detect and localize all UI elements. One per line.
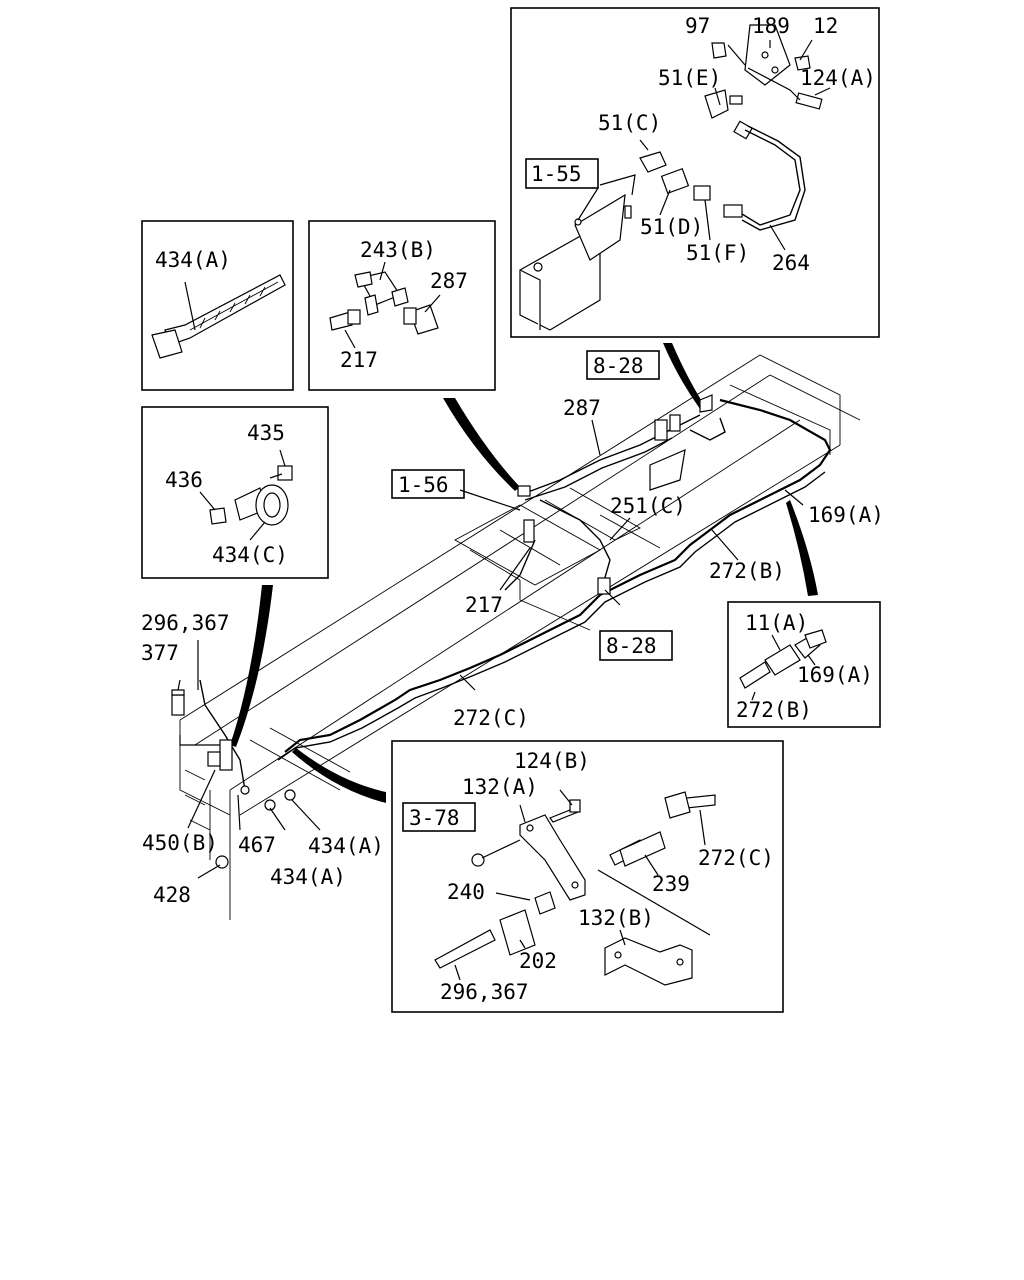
callout-tee-arrow <box>443 398 520 491</box>
label-434a-1: 434(A) <box>308 834 384 858</box>
inset-box-bracket <box>391 740 784 1013</box>
label-124b: 124(B) <box>514 749 590 773</box>
ref-box-1-56 <box>391 469 465 499</box>
label-287-main: 287 <box>563 396 601 420</box>
label-189: 189 <box>752 14 790 38</box>
ref-box-3-78 <box>402 802 476 832</box>
label-1-56: 1-56 <box>398 473 449 497</box>
label-132a: 132(A) <box>462 775 538 799</box>
label-240: 240 <box>447 880 485 904</box>
cable-tie <box>151 274 286 359</box>
frame-parts <box>171 394 713 869</box>
inset-box-clamp <box>141 406 329 579</box>
label-377: 377 <box>141 641 179 665</box>
ref-box-1-55 <box>525 158 599 189</box>
label-272b-inset: 272(B) <box>736 698 812 722</box>
label-434a-inset: 434(A) <box>155 248 231 272</box>
part-labels: 97 189 12 51(E) 124(A) 51(C) 1-55 51(D) … <box>141 14 884 1004</box>
ref-box-8-28-mid <box>599 630 673 661</box>
label-243b: 243(B) <box>360 238 436 262</box>
label-169a-inset: 169(A) <box>797 663 873 687</box>
inset-box-tie <box>141 220 294 391</box>
label-450b: 450(B) <box>142 831 218 855</box>
callout-clamp-arrow <box>230 585 273 747</box>
label-239: 239 <box>652 872 690 896</box>
label-272c-inset: 272(C) <box>698 846 774 870</box>
label-467: 467 <box>238 833 276 857</box>
label-434c: 434(C) <box>212 543 288 567</box>
label-202: 202 <box>519 949 557 973</box>
label-11a: 11(A) <box>745 611 808 635</box>
callout-joint-arrow <box>786 500 818 596</box>
label-296-367-inset: 296,367 <box>440 980 529 1004</box>
label-287-inset: 287 <box>430 269 468 293</box>
label-132b: 132(B) <box>578 906 654 930</box>
label-124a: 124(A) <box>800 66 876 90</box>
sensor-assembly <box>519 24 831 331</box>
bracket-assembly <box>434 789 716 986</box>
inset-box-tee <box>308 220 496 391</box>
label-435: 435 <box>247 421 285 445</box>
label-264: 264 <box>772 251 810 275</box>
leader-lines <box>177 419 804 879</box>
label-434a-2: 434(A) <box>270 865 346 889</box>
label-428: 428 <box>153 883 191 907</box>
label-436: 436 <box>165 468 203 492</box>
label-217-inset: 217 <box>340 348 378 372</box>
label-217-main: 217 <box>465 593 503 617</box>
ref-box-8-28-top <box>586 350 660 380</box>
label-12: 12 <box>813 14 838 38</box>
callout-sensor-arrow <box>663 343 705 409</box>
tee-fitting <box>329 261 441 349</box>
label-251c: 251(C) <box>610 494 686 518</box>
inset-box-joint <box>727 601 881 728</box>
label-1-55: 1-55 <box>531 162 582 186</box>
inset-box-sensor <box>510 7 880 338</box>
label-97: 97 <box>685 14 710 38</box>
brake-pipes <box>199 398 832 791</box>
label-3-78: 3-78 <box>409 806 460 830</box>
pipe-clamp <box>199 449 293 541</box>
label-51d: 51(D) <box>640 215 703 239</box>
pipe-joint <box>739 629 827 701</box>
label-51f: 51(F) <box>686 241 749 265</box>
callout-bracket-arrow <box>292 748 386 803</box>
label-296-367-main: 296,367 <box>141 611 230 635</box>
label-51c: 51(C) <box>598 111 661 135</box>
label-169a-main: 169(A) <box>808 503 884 527</box>
label-8-28-top: 8-28 <box>593 354 644 378</box>
label-272b-main: 272(B) <box>709 559 785 583</box>
label-51e: 51(E) <box>658 66 721 90</box>
label-8-28-mid: 8-28 <box>606 634 657 658</box>
label-272c-main: 272(C) <box>453 706 529 730</box>
